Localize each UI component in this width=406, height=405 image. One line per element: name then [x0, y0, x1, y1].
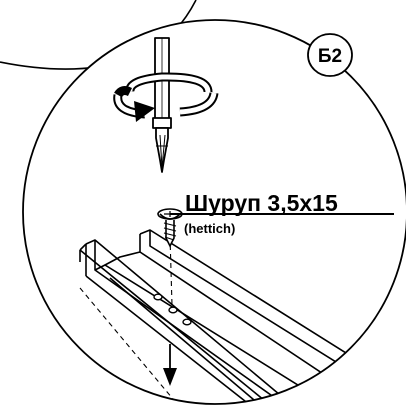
step-badge-label: Б2 — [318, 46, 342, 67]
screw-name-label: Шуруп 3,5х15 — [185, 190, 338, 216]
rail-hole — [168, 306, 178, 314]
rail-holes — [153, 293, 192, 326]
rail-hole — [153, 293, 163, 301]
detail-circle — [22, 19, 406, 405]
rotation-arrow-icon — [113, 72, 219, 122]
step-badge: Б2 — [307, 33, 353, 77]
guide-lines — [79, 235, 179, 404]
screw-brand-label: (hettich) — [184, 221, 235, 236]
arrow-down-icon — [163, 344, 177, 386]
rail-hole — [182, 318, 192, 326]
rail-profile — [79, 229, 406, 404]
